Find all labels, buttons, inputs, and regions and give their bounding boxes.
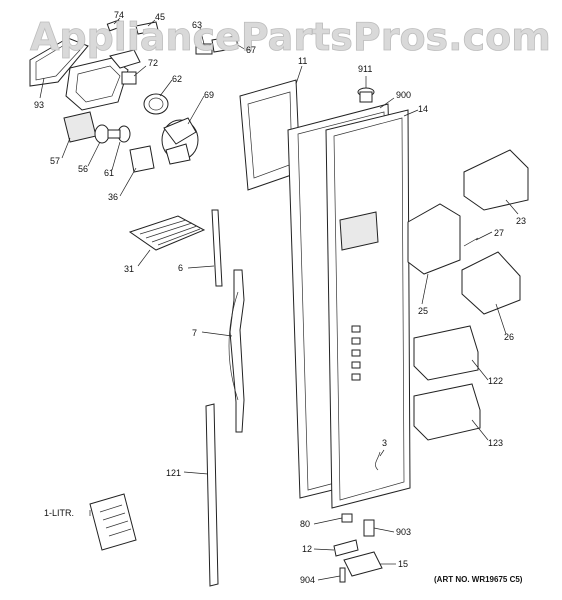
part-12-hinge-plate: [333, 539, 359, 557]
part-26-door-shelf: [461, 251, 521, 315]
part-31-drip-grille: [128, 215, 206, 251]
part-6-trim-strip: [211, 209, 223, 287]
callout-74: 74: [114, 10, 124, 20]
part-123-door-bin: [413, 383, 481, 441]
part-121-trim-strip: [205, 403, 219, 587]
callout-15: 15: [398, 559, 408, 569]
callout-6: 6: [178, 263, 183, 273]
part-45-bracket: [135, 21, 159, 35]
callout-72: 72: [148, 58, 158, 68]
part-903-bushing: [363, 519, 375, 537]
part-56-coupler: [94, 124, 110, 144]
callout-900: 900: [396, 90, 411, 100]
part-67-lever: [211, 35, 239, 53]
callout-911: 911: [358, 64, 372, 74]
callout-80: 80: [300, 519, 310, 529]
part-62-ring: [143, 93, 169, 115]
callout-56: 56: [78, 164, 88, 174]
part-auger-motor-assembly: [65, 49, 141, 111]
callout-61: 61: [104, 168, 114, 178]
part-57-solenoid: [63, 111, 97, 143]
callout-36: 36: [108, 192, 118, 202]
part-dispenser-recess: [339, 211, 379, 251]
callout-1-litr: 1-LITR.: [44, 508, 74, 518]
callout-3: 3: [382, 438, 387, 448]
part-36-switch: [129, 145, 155, 173]
watermark: AppliancePartsPros.com: [30, 15, 551, 59]
callout-122: 122: [488, 376, 503, 386]
callout-31: 31: [124, 264, 134, 274]
callout-93: 93: [34, 100, 44, 110]
part-control-buttons: [351, 325, 361, 381]
callout-67: 67: [246, 45, 256, 55]
callout-labels: 74 45 63 67 93 72 62 69 57 56 61 36 31 6…: [34, 10, 526, 585]
part-911-fitting: [357, 87, 375, 103]
part-3-wire: [375, 451, 381, 471]
part-7-door-handle: [228, 269, 245, 433]
part-27-screw: [463, 237, 479, 247]
callout-27: 27: [494, 228, 504, 238]
callout-62: 62: [172, 74, 182, 84]
part-15-hinge-cover: [343, 551, 383, 577]
callout-63: 63: [192, 20, 202, 30]
callout-121: 121: [166, 468, 181, 478]
part-122-door-bin: [413, 325, 479, 381]
callout-69: 69: [204, 90, 214, 100]
part-69-crusher-blade: [161, 117, 199, 165]
callout-25: 25: [418, 306, 428, 316]
part-literature-booklet: [89, 493, 137, 551]
art-number: (ART NO. WR19675 C5): [434, 575, 523, 584]
callout-45: 45: [155, 12, 165, 22]
callout-904: 904: [300, 575, 315, 585]
callout-11: 11: [298, 56, 307, 66]
callout-26: 26: [504, 332, 514, 342]
part-23-shelf-cover: [463, 149, 529, 211]
part-93-housing-plate: [29, 37, 89, 87]
callout-123: 123: [488, 438, 503, 448]
callout-903: 903: [396, 527, 411, 537]
part-61-bearing: [107, 125, 131, 143]
part-72-actuator: [121, 71, 137, 85]
callout-23: 23: [516, 216, 526, 226]
part-25-ice-bucket-bracket: [407, 203, 461, 275]
leader-lines: [39, 17, 519, 581]
part-74-bracket: [106, 19, 122, 32]
callout-57: 57: [50, 156, 60, 166]
part-904-screw: [339, 567, 346, 583]
part-80-nut: [341, 513, 353, 523]
part-14-door-gasket: [325, 109, 411, 509]
callout-14: 14: [418, 104, 428, 114]
callout-12: 12: [302, 544, 312, 554]
callout-7: 7: [192, 328, 197, 338]
